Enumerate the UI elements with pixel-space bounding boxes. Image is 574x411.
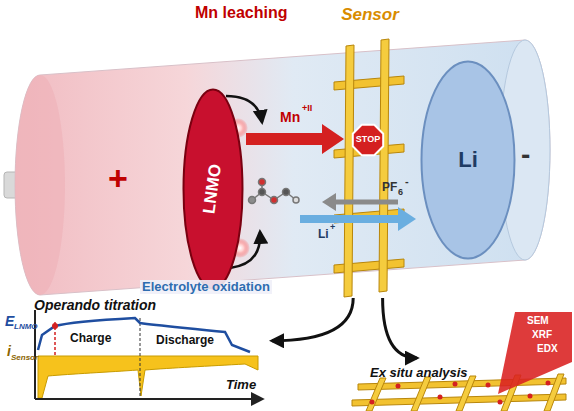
cathode-disk-shape — [184, 90, 243, 289]
sensor-grid — [334, 39, 404, 297]
battery-cylinder-part — [15, 40, 550, 295]
titration-plot-part — [38, 356, 258, 398]
exsitu-grid-part — [411, 377, 431, 411]
exsitu-grid-part — [456, 376, 476, 411]
ion-label: Mn — [280, 110, 300, 125]
exsitu-grid-part — [366, 378, 386, 411]
titration-plot-part — [52, 323, 58, 329]
axis-subscript: LNMO — [14, 323, 38, 332]
anode-disk: Li — [420, 60, 516, 260]
method-label: XRF — [532, 329, 552, 340]
axis-subscript: Sensor — [11, 354, 38, 363]
axis-label: E — [5, 314, 14, 329]
cathode-disk: LNMO — [182, 88, 244, 290]
ion-arrows-part — [300, 215, 400, 223]
flow-arrow — [272, 298, 353, 341]
exsitu-dots-part — [546, 381, 551, 386]
terminal-sign: - — [521, 140, 530, 171]
titration-plot-part — [140, 318, 141, 396]
panel-title: Operando titration — [34, 298, 156, 313]
stop-sign: STOP — [350, 122, 386, 158]
process-label: Electrolyte oxidation — [140, 280, 272, 294]
stop-text: STOP — [356, 135, 380, 145]
mn-arrow — [226, 96, 344, 268]
molecules-part — [249, 197, 256, 204]
flow-arrow — [383, 298, 417, 358]
method-label: EDX — [537, 343, 558, 354]
ion-arrows-part — [398, 207, 416, 231]
title-label: Mn leaching — [195, 4, 287, 22]
exsitu-grid-part — [544, 374, 564, 411]
molecules-part — [271, 197, 278, 204]
terminal-sign: + — [108, 160, 128, 197]
exsitu-dots-part — [396, 384, 401, 389]
titration-plot-part — [38, 318, 250, 352]
exsitu-dots-part — [528, 394, 533, 399]
molecules-part — [283, 189, 290, 196]
exsitu-dots-part — [438, 395, 443, 400]
axis-label: i — [7, 344, 11, 359]
sensor-grid-part — [334, 76, 404, 90]
sensor-grid-box: SensorSTOP — [328, 4, 412, 298]
molecules-part — [259, 179, 266, 186]
exsitu-panel: Ex situ analysis — [352, 358, 568, 409]
phase-label: Discharge — [156, 334, 214, 347]
phase-label: Charge — [70, 332, 111, 345]
ion-arrows-part — [322, 193, 336, 211]
stop-sign-shape — [353, 125, 383, 155]
analysis-beam — [498, 312, 572, 394]
molecules — [249, 179, 300, 204]
anode-disk-shape — [422, 62, 515, 259]
battery-cylinder — [4, 40, 550, 295]
exsitu-dots — [370, 381, 551, 405]
axis-label: Time — [226, 378, 256, 392]
battery-cylinder-part — [15, 75, 65, 295]
ion-charge: - — [405, 175, 409, 187]
method-label: SEM — [527, 315, 549, 326]
ion-charge: + — [330, 223, 335, 233]
ion-arrows-part — [334, 200, 398, 205]
ion-charge: +II — [302, 104, 312, 114]
sensor-grid-part — [344, 45, 354, 297]
ion-label: Li — [318, 228, 329, 241]
ion-arrows — [300, 193, 416, 231]
titration-plot-part — [35, 398, 262, 400]
panel-title: Ex situ analysis — [370, 366, 468, 380]
ion-subscript: 6 — [398, 188, 403, 198]
molecules-part — [259, 189, 266, 196]
sensor-grid-part — [379, 39, 389, 292]
sensor-title: Sensor — [341, 6, 399, 25]
ion-label: PF — [382, 181, 397, 194]
analysis-beam-part — [498, 312, 572, 394]
exsitu-dots-part — [498, 400, 503, 405]
exsitu-dots-part — [370, 400, 375, 405]
exsitu-dots-part — [486, 383, 491, 388]
mn-arrow-part — [246, 124, 344, 154]
molecules-part — [293, 197, 299, 203]
electrode-label: Li — [458, 148, 478, 172]
titration-plot — [35, 310, 262, 399]
exsitu-dots-part — [453, 382, 458, 387]
